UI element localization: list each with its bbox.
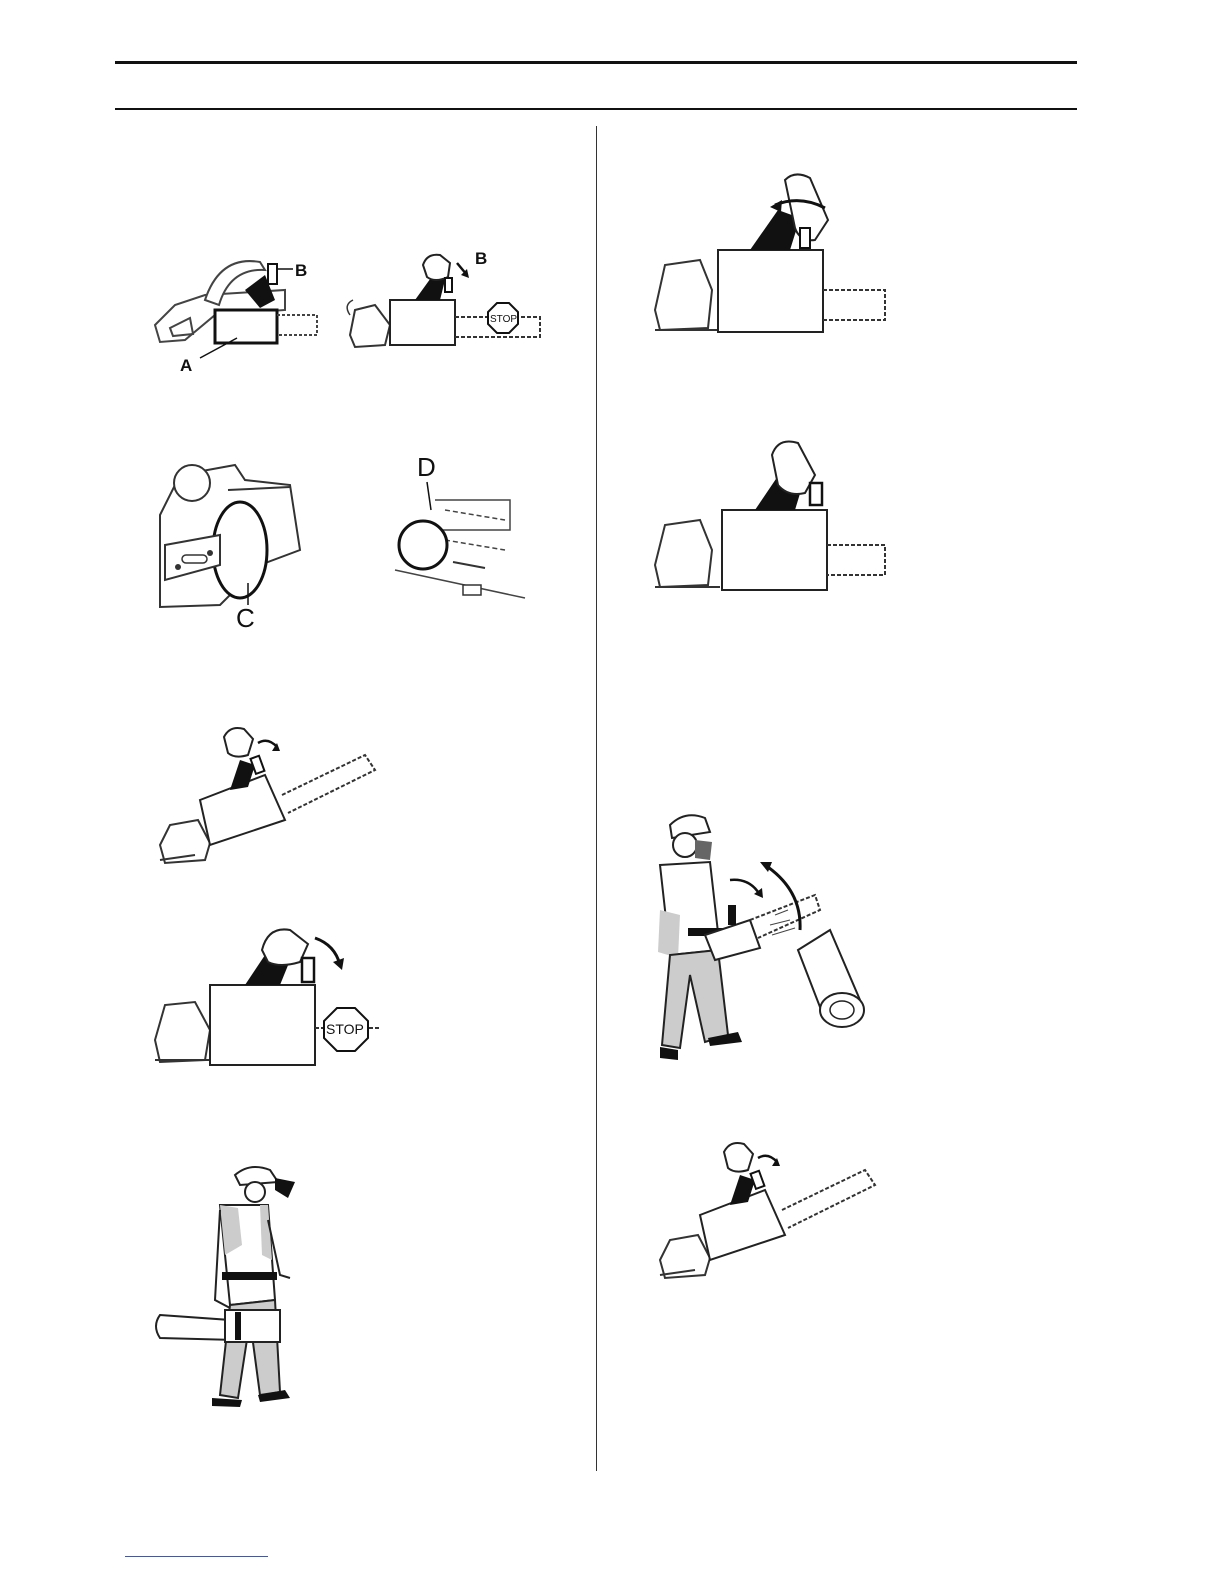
figure-brake-stop: STOP <box>150 920 385 1070</box>
figure-chain-brake-activated: B STOP <box>345 245 545 355</box>
figure-chain-brake-guard: B A <box>145 250 325 375</box>
stop-sign-text: STOP <box>326 1021 364 1037</box>
figure-brake-release <box>650 170 890 335</box>
figure-kickback-hand <box>150 725 380 870</box>
figure-brake-band: D <box>385 450 535 610</box>
stop-sign-text: STOP <box>490 314 517 325</box>
figure-kickback-operator <box>650 810 870 1065</box>
label-d: D <box>417 452 436 482</box>
label-a: A <box>180 356 192 375</box>
label-b: B <box>475 249 487 268</box>
header-rule-top <box>115 61 1077 64</box>
figure-brake-tilted <box>650 1140 880 1285</box>
figure-operator-carrying <box>150 1160 300 1410</box>
figure-clutch-cover: C <box>150 455 310 630</box>
label-c: C <box>236 603 255 633</box>
footer-link-underline[interactable] <box>125 1556 268 1557</box>
figure-brake-neutral <box>650 435 890 595</box>
column-divider <box>596 126 597 1471</box>
label-b: B <box>295 261 307 280</box>
header-rule-bottom <box>115 108 1077 110</box>
